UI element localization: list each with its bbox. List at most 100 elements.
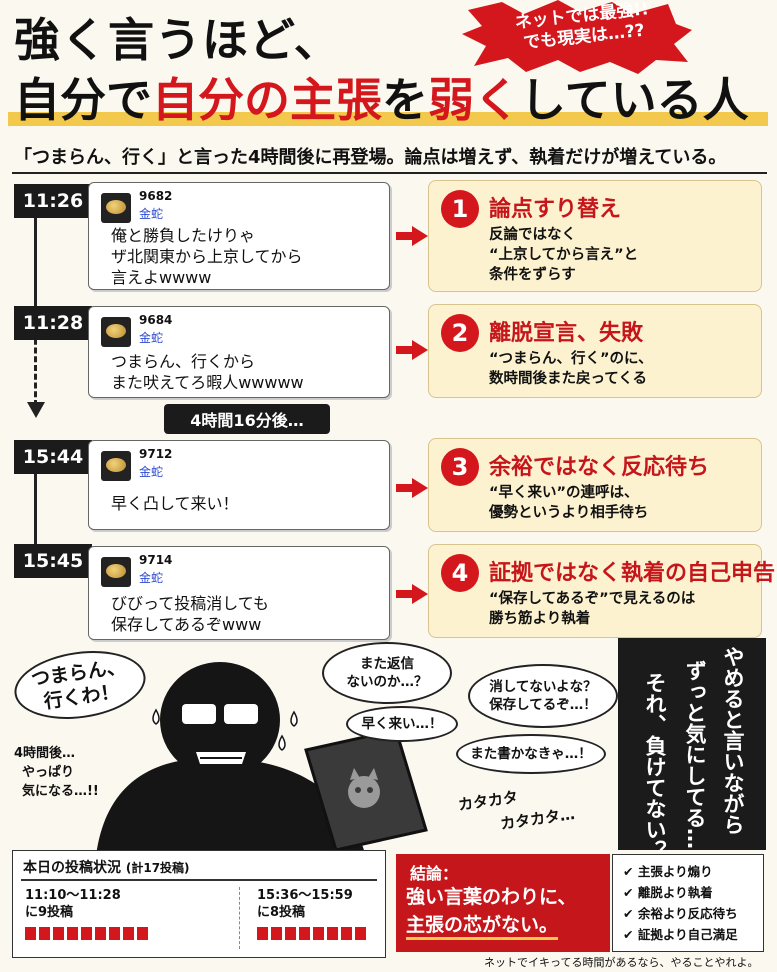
vertical-text: ずっと気にしてる… — [683, 660, 707, 849]
arrow-right-icon — [396, 340, 428, 360]
card-body: “保存してあるぞ”で見えるのは勝ち筋より執着 — [489, 591, 696, 627]
post-count-bar — [123, 927, 134, 940]
post-count-bar — [95, 927, 106, 940]
avatar — [101, 193, 131, 223]
post-count-bar — [313, 927, 324, 940]
analysis-card: 4 証拠ではなく執着の自己申告 “保存してあるぞ”で見えるのは勝ち筋より執着 — [428, 544, 775, 638]
poster-name[interactable]: 金蛇 — [139, 331, 164, 345]
timeline-line — [34, 450, 37, 550]
card-title: 離脱宣言、失敗 — [489, 321, 644, 346]
checklist-item: ✔ 証拠より自己満足 — [623, 927, 738, 942]
conclusion-label: 結論： — [410, 864, 459, 883]
title-line1: 強く言うほど、 — [14, 13, 341, 67]
side-note: 4時間後… やっぱり 気になる…!! — [14, 746, 99, 799]
vertical-message-panel — [618, 638, 766, 850]
post-count-bars — [25, 927, 148, 940]
number-badge: 4 — [441, 554, 479, 592]
post-count-bar — [81, 927, 92, 940]
stats-divider — [21, 879, 377, 881]
time-badge: 15:45 — [14, 544, 92, 578]
post-count-bar — [285, 927, 296, 940]
post-number: 9682 — [139, 189, 173, 203]
analysis-card: 3 余裕ではなく反応待ち “早く来い”の連呼は、優勢というより相手待ち — [428, 438, 762, 532]
analysis-card: 2 離脱宣言、失敗 “つまらん、行く”のに、数時間後また戻ってくる — [428, 304, 762, 398]
burst-badge — [462, 0, 692, 74]
post-text: びびって投稿消しても保存してあるぞwww — [111, 594, 269, 634]
title-line2: 自分で自分の主張を弱くしている人 — [14, 73, 749, 127]
arrow-right-icon — [396, 584, 428, 604]
timeline-arrow-icon — [27, 402, 45, 418]
post-count-bar — [341, 927, 352, 940]
checklist-item: ✔ 離脱より執着 — [623, 885, 713, 900]
vertical-text: やめると言いながら — [721, 646, 745, 835]
poster-name[interactable]: 金蛇 — [139, 207, 164, 221]
timeline-dashed-line — [34, 330, 37, 406]
card-body: 反論ではなく“上京してから言え”と条件をずらす — [489, 227, 639, 283]
post-count-bar — [53, 927, 64, 940]
check-icon: ✔ — [623, 864, 638, 879]
vertical-text: それ、負けてない？ — [643, 672, 667, 861]
card-title: 証拠ではなく執着の自己申告 — [489, 561, 776, 586]
avatar — [101, 451, 131, 481]
checklist: ✔ 主張より煽り ✔ 離脱より執着 ✔ 余裕より反応待ち ✔ 証拠より自己満足 — [612, 854, 764, 952]
post-count-bar — [25, 927, 36, 940]
post-count-bar — [257, 927, 268, 940]
conclusion-line1: 強い言葉のわりに、 — [406, 886, 577, 908]
post-number: 9714 — [139, 553, 173, 567]
post-number: 9712 — [139, 447, 173, 461]
post-count-bar — [327, 927, 338, 940]
stats-title: 本日の投稿状況 (計17投稿) — [23, 860, 190, 876]
poster-name[interactable]: 金蛇 — [139, 465, 164, 479]
arrow-right-icon — [396, 226, 428, 246]
thought-bubble: 消してないよな？ 保存してるぞ…！ — [468, 664, 618, 728]
subtitle-divider — [12, 172, 767, 174]
time-gap-label: 4時間16分後… — [164, 404, 330, 434]
post-number: 9684 — [139, 313, 173, 327]
thought-bubble: また書かなきゃ…！ — [456, 734, 606, 774]
analysis-card: 1 論点すり替え 反論ではなく“上京してから言え”と条件をずらす — [428, 180, 762, 292]
post-count-bar — [137, 927, 148, 940]
checklist-item: ✔ 主張より煽り — [623, 864, 713, 879]
footer-note: ネットでイキってる時間があるなら、やることやれよ。 — [484, 956, 759, 969]
time-badge: 15:44 — [14, 440, 92, 474]
stats-right: 15:36〜15:59 に8投稿 — [257, 887, 366, 940]
avatar — [101, 557, 131, 587]
title-highlight — [8, 112, 768, 126]
conclusion-line2: 主張の芯がない。 — [406, 910, 559, 940]
post-count-bar — [67, 927, 78, 940]
stats-col-divider — [239, 887, 240, 949]
post-count-bars — [257, 927, 366, 940]
poster-name[interactable]: 金蛇 — [139, 571, 164, 585]
subtitle: 「つまらん、行く」と言った4時間後に再登場。論点は増えず、執着だけが増えている。 — [14, 147, 727, 168]
post-card: 9714 金蛇 びびって投稿消しても保存してあるぞwww — [88, 546, 390, 640]
check-icon: ✔ — [623, 906, 638, 921]
card-title: 論点すり替え — [489, 197, 622, 222]
check-icon: ✔ — [623, 885, 638, 900]
timeline-line — [34, 200, 37, 310]
post-count-bar — [109, 927, 120, 940]
post-count-bar — [355, 927, 366, 940]
post-card: 9682 金蛇 俺と勝負したけりゃザ北関東から上京してから言えよwwww — [88, 182, 390, 290]
arrow-right-icon — [396, 478, 428, 498]
time-badge: 11:28 — [14, 306, 92, 340]
number-badge: 1 — [441, 190, 479, 228]
thought-bubble: また返信 ないのか…？ — [322, 642, 452, 704]
card-title: 余裕ではなく反応待ち — [489, 455, 710, 480]
avatar — [101, 317, 131, 347]
post-count-bar — [39, 927, 50, 940]
post-card: 9684 金蛇 つまらん、行くからまた吠えてろ暇人wwwww — [88, 306, 390, 398]
check-icon: ✔ — [623, 927, 638, 942]
post-text: 早く凸して来い！ — [111, 494, 239, 513]
number-badge: 2 — [441, 314, 479, 352]
conclusion-box: 結論： 強い言葉のわりに、 主張の芯がない。 — [396, 854, 610, 952]
number-badge: 3 — [441, 448, 479, 486]
post-text: つまらん、行くからまた吠えてろ暇人wwwww — [111, 352, 304, 392]
post-text: 俺と勝負したけりゃザ北関東から上京してから言えよwwww — [111, 226, 303, 287]
stats-left: 11:10〜11:28 に9投稿 — [25, 887, 148, 940]
post-count-bar — [271, 927, 282, 940]
card-body: “つまらん、行く”のに、数時間後また戻ってくる — [489, 351, 653, 387]
thought-bubble: 早く来い…！ — [346, 706, 458, 742]
post-count-bar — [299, 927, 310, 940]
posting-stats-panel: 本日の投稿状況 (計17投稿) 11:10〜11:28 に9投稿 15:36〜1… — [12, 850, 386, 958]
time-badge: 11:26 — [14, 184, 92, 218]
